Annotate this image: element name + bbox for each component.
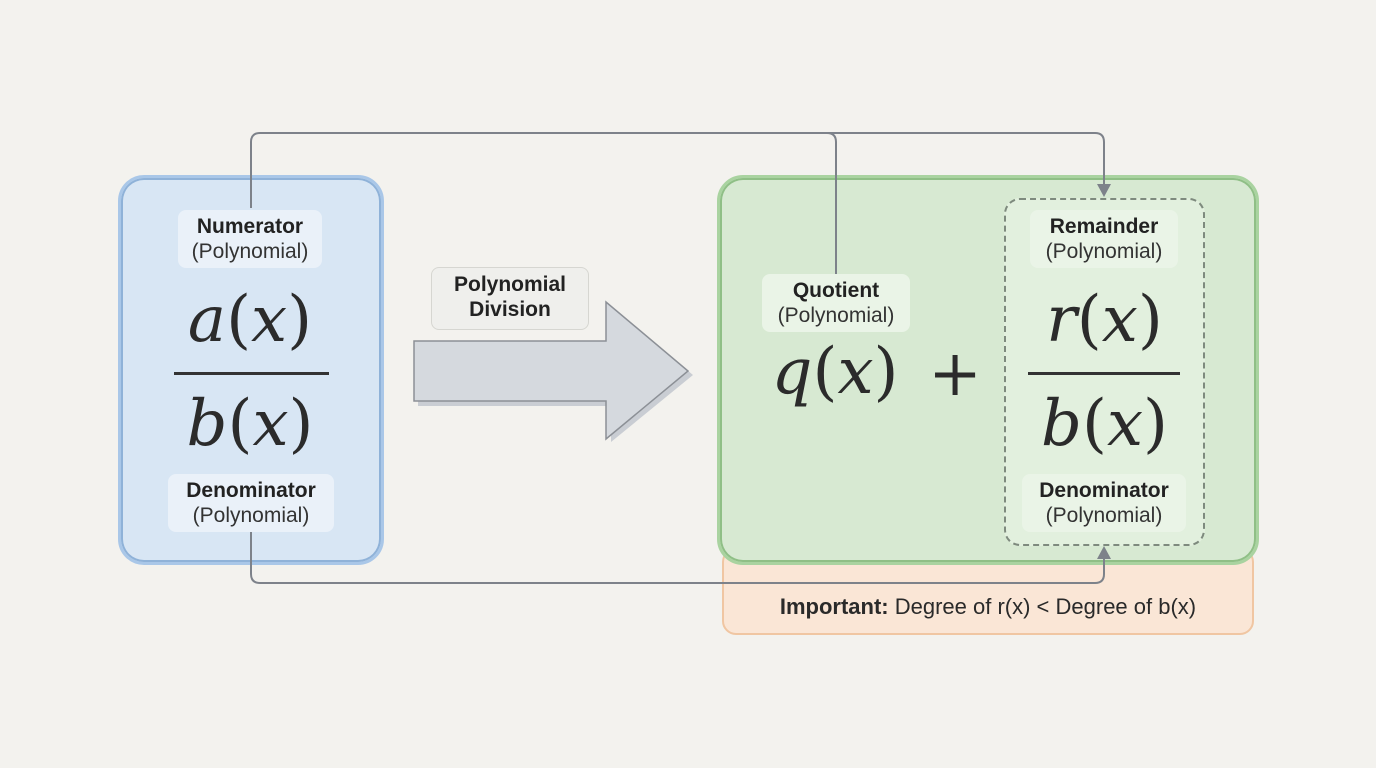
important-note: Important: Degree of r(x) < Degree of b(… — [722, 594, 1254, 620]
remainder-expression: r(x) — [1046, 283, 1163, 357]
quotient-subtitle: (Polynomial) — [777, 304, 895, 327]
denominator-expression: b(x) — [186, 387, 314, 461]
denominator-label: Denominator (Polynomial) — [168, 474, 334, 532]
remainder-denominator-title: Denominator — [1039, 479, 1169, 502]
quotient-variable: x — [837, 335, 874, 409]
remainder-denominator-subtitle: (Polynomial) — [1045, 504, 1163, 527]
remainder-function: r — [1046, 283, 1077, 357]
numerator-subtitle: (Polynomial) — [191, 240, 309, 263]
denominator-connector — [250, 532, 1105, 584]
denominator-title: Denominator — [186, 479, 316, 502]
quotient-connector — [826, 132, 837, 274]
fraction-bar-right — [1028, 372, 1180, 375]
important-note-bold: Important: — [779, 594, 889, 619]
denominator-subtitle: (Polynomial) — [192, 504, 310, 527]
numerator-expression: a(x) — [187, 283, 313, 357]
numerator-title: Numerator — [196, 215, 304, 238]
numerator-arrowhead — [1097, 184, 1111, 197]
remainder-subtitle: (Polynomial) — [1045, 240, 1163, 263]
remainder-denominator-expression: b(x) — [1041, 387, 1168, 461]
numerator-connector — [250, 132, 1105, 208]
denominator-variable: x — [252, 387, 289, 461]
remainder-label: Remainder (Polynomial) — [1030, 210, 1178, 268]
division-label-line1: Polynomial — [453, 273, 567, 296]
numerator-label: Numerator (Polynomial) — [178, 210, 322, 268]
quotient-title: Quotient — [792, 279, 880, 302]
division-label-line2: Division — [469, 298, 551, 321]
numerator-variable: x — [251, 283, 288, 357]
remainder-denominator-function: b — [1041, 387, 1082, 461]
denominator-function: b — [186, 387, 228, 461]
remainder-variable: x — [1101, 283, 1138, 357]
denominator-arrowhead — [1097, 546, 1111, 559]
division-arrow — [413, 300, 690, 441]
remainder-denominator-variable: x — [1106, 387, 1144, 461]
remainder-title: Remainder — [1049, 215, 1159, 238]
important-note-text: Degree of r(x) < Degree of b(x) — [888, 594, 1197, 619]
quotient-function: q — [771, 335, 813, 409]
remainder-denominator-label: Denominator (Polynomial) — [1022, 474, 1186, 532]
division-label: Polynomial Division — [431, 267, 589, 330]
fraction-bar-left — [174, 372, 329, 375]
quotient-expression: q(x) — [771, 335, 899, 409]
numerator-function: a — [187, 283, 227, 357]
quotient-label: Quotient (Polynomial) — [762, 274, 910, 332]
plus-sign: + — [928, 337, 982, 411]
